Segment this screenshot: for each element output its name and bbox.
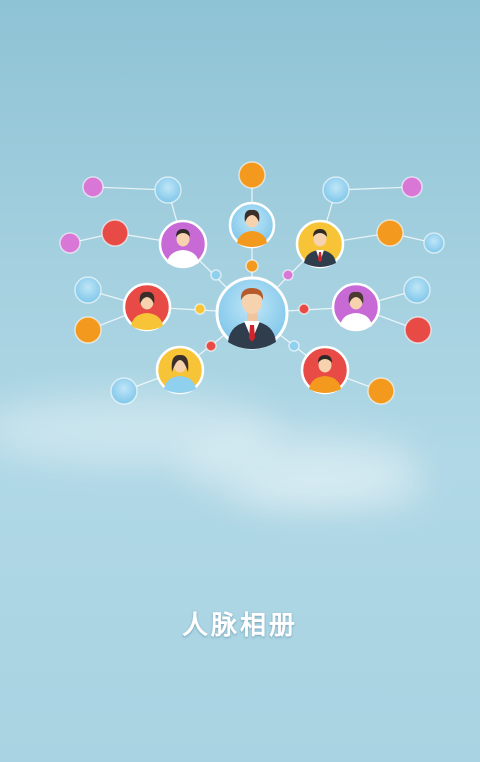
bubble xyxy=(401,176,423,198)
man-avatar-icon xyxy=(300,345,350,395)
bubble xyxy=(59,232,81,254)
bubble xyxy=(101,219,129,247)
bubble xyxy=(194,303,206,315)
cloud xyxy=(0,395,280,465)
cloud xyxy=(230,470,430,510)
man-avatar-icon xyxy=(158,219,208,269)
bubble xyxy=(210,269,222,281)
bubble xyxy=(367,377,395,405)
floating-bubbles xyxy=(59,161,445,405)
woman-avatar-icon xyxy=(228,201,276,249)
woman-avatar-icon xyxy=(331,282,381,332)
bubble xyxy=(238,161,266,189)
bubble xyxy=(298,303,310,315)
bubble xyxy=(288,340,300,352)
bubble xyxy=(74,316,102,344)
businessman-avatar-icon xyxy=(215,276,289,350)
cloud xyxy=(180,430,420,500)
bubble xyxy=(82,176,104,198)
bubble xyxy=(403,276,431,304)
bubble xyxy=(423,232,445,254)
app-title: 人脉相册 xyxy=(181,611,298,641)
bubble xyxy=(154,176,182,204)
bubble xyxy=(245,259,259,273)
bubble xyxy=(110,377,138,405)
man-avatar-icon xyxy=(295,219,345,269)
bubble xyxy=(404,316,432,344)
woman-avatar-icon xyxy=(122,282,172,332)
bubble xyxy=(322,176,350,204)
bubble xyxy=(205,340,217,352)
bubble xyxy=(282,269,294,281)
woman-avatar-icon xyxy=(155,345,205,395)
bubble xyxy=(74,276,102,304)
bubble xyxy=(376,219,404,247)
